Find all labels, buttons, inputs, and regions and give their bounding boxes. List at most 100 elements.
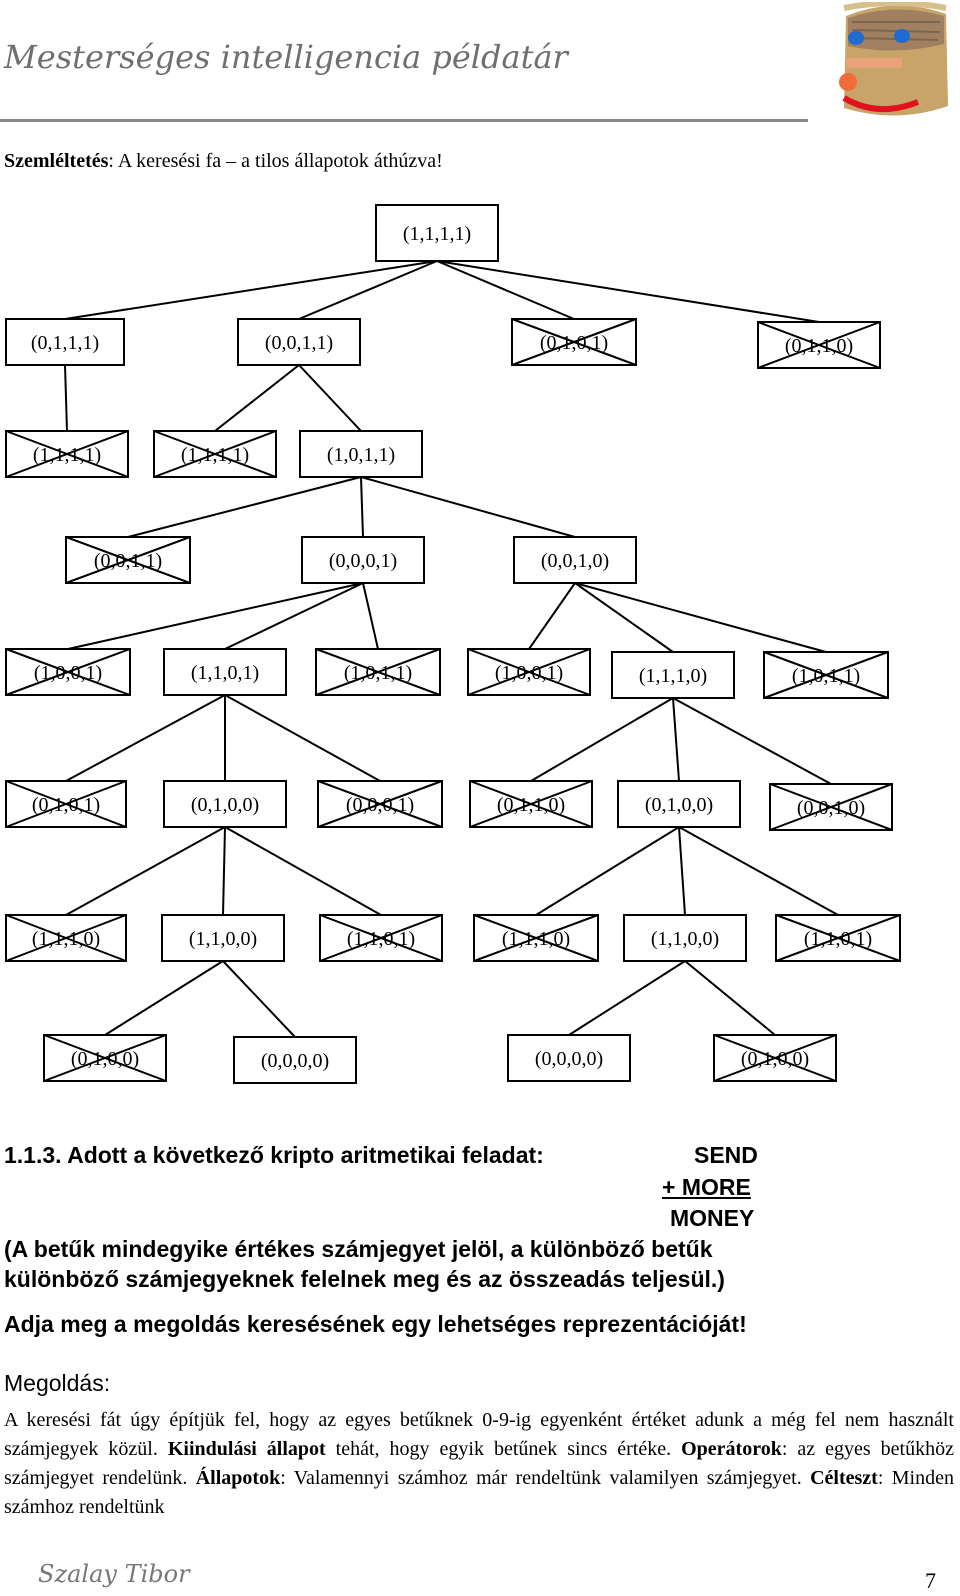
tree-node: (1,1,1,1) [375, 204, 499, 262]
tree-node-crossed: (1,1,0,1) [319, 914, 443, 962]
cross-out-line [713, 1034, 837, 1082]
tree-node-crossed: (1,0,0,1) [5, 648, 131, 696]
node-label: (1,1,1,0) [639, 665, 707, 687]
equation-send: SEND [694, 1142, 758, 1168]
cross-out-line [43, 1034, 167, 1082]
cross-out-line [469, 780, 593, 828]
tree-edge [222, 960, 296, 1038]
node-box [617, 780, 741, 828]
tree-node: (1,1,1,0) [611, 651, 735, 699]
cross-out-line [5, 648, 131, 696]
tree-node-crossed: (0,0,0,1) [317, 780, 443, 828]
document-header-title: Mesterséges intelligencia példatár [4, 38, 568, 76]
tree-node-crossed: (0,0,1,0) [769, 783, 893, 831]
header-divider [0, 119, 808, 122]
cross-out-line [511, 318, 637, 366]
tree-edge [360, 476, 576, 538]
tree-edge [672, 697, 832, 785]
solution-term-operators: Operátorok [681, 1438, 782, 1460]
tree-node: (0,0,1,0) [513, 536, 637, 584]
tree-node: (0,1,0,0) [163, 780, 287, 828]
tree-node-crossed: (0,1,1,0) [469, 780, 593, 828]
tree-node: (0,0,0,1) [301, 536, 425, 584]
node-box [513, 536, 637, 584]
tree-edge [65, 826, 226, 916]
tree-edge [574, 582, 827, 653]
tree-node-crossed: (1,0,1,1) [315, 648, 441, 696]
tree-node-crossed: (0,1,0,0) [43, 1034, 167, 1082]
equation-money: MONEY [670, 1205, 755, 1231]
equation-more: + MORE [662, 1174, 751, 1200]
node-box [163, 780, 287, 828]
cross-out-line [757, 321, 881, 369]
page-number: 7 [925, 1568, 936, 1593]
tree-node-crossed: (1,1,1,1) [5, 430, 129, 478]
node-label: (0,1,1,1) [31, 332, 99, 354]
cross-out-line [65, 536, 191, 584]
tree-node-crossed: (1,0,0,1) [467, 648, 591, 696]
tree-edge [528, 582, 576, 650]
tree-node-crossed: (0,1,0,1) [5, 780, 127, 828]
task-note-line-1: (A betűk mindegyike értékes számjegyet j… [4, 1236, 713, 1262]
task-question: Adja meg a megoldás keresésének egy lehe… [4, 1311, 747, 1337]
cross-out-line [319, 914, 443, 962]
tree-edge [678, 826, 839, 916]
tree-edge [360, 476, 364, 538]
cross-out-line [5, 780, 127, 828]
tree-node-crossed: (1,1,1,0) [5, 914, 127, 962]
solution-heading: Megoldás: [4, 1370, 111, 1396]
tree-node: (0,1,1,1) [5, 318, 125, 366]
footer-author: Szalay Tibor [38, 1560, 190, 1588]
node-label: (0,1,0,0) [191, 794, 259, 816]
tree-edge [568, 960, 686, 1036]
node-box [5, 318, 125, 366]
node-label: (0,0,0,1) [329, 550, 397, 572]
cross-out-line [317, 780, 443, 828]
caption-bold-label: Szemléltetés [4, 150, 109, 172]
cross-out-line [763, 651, 889, 699]
cross-out-line [467, 648, 591, 696]
node-label: (0,1,0,0) [645, 794, 713, 816]
solution-paragraph: A keresési fát úgy építjük fel, hogy az … [4, 1406, 954, 1522]
tree-node: (0,0,0,0) [233, 1036, 357, 1084]
tree-edge [224, 826, 382, 916]
node-box [301, 536, 425, 584]
tree-edge [64, 260, 438, 320]
tree-edge [436, 260, 575, 320]
tree-node-crossed: (0,1,0,0) [713, 1034, 837, 1082]
solution-term-states: Állapotok [195, 1467, 281, 1489]
tree-edge [298, 260, 438, 320]
tree-node-crossed: (1,1,1,0) [473, 914, 599, 962]
tree-edge [67, 582, 364, 650]
node-box [233, 1036, 357, 1084]
tree-edge [672, 697, 680, 782]
search-tree-diagram: (1,1,1,1) (0,1,1,1) (0,0,1,1) (0,1,0,1) (0,1… [5, 204, 901, 1084]
tree-edge [65, 694, 226, 782]
tree-node-crossed: (0,1,1,0) [757, 321, 881, 369]
tree-node: (1,1,0,0) [161, 914, 285, 962]
node-box [611, 651, 735, 699]
tree-edge [214, 364, 300, 432]
tree-edge [678, 826, 686, 916]
tree-edge [530, 697, 674, 782]
tree-edge [436, 260, 820, 323]
node-box [299, 430, 423, 478]
solution-text-2: tehát, hogy egyik betűnek sincs értéke. [325, 1438, 682, 1460]
node-label: (1,1,0,0) [189, 928, 257, 950]
node-box [163, 648, 287, 696]
cross-out-line [473, 914, 599, 962]
tree-edge [64, 364, 68, 432]
tree-node: (0,0,1,1) [237, 318, 361, 366]
solution-text-1: A keresési fát úgy építjük fel, hogy az … [4, 1409, 954, 1460]
node-box [507, 1034, 631, 1082]
solution-text-3: : az egyes betűkhöz számjegyet rendelünk… [4, 1438, 954, 1489]
tree-node-crossed: (0,1,0,1) [511, 318, 637, 366]
node-label: (0,0,1,0) [541, 550, 609, 572]
node-label: (1,0,1,1) [327, 444, 395, 466]
tree-node-crossed: (0,0,1,1) [65, 536, 191, 584]
node-label: (1,1,0,1) [191, 662, 259, 684]
cross-out-line [153, 430, 277, 478]
cross-out-line [769, 783, 893, 831]
tree-edge [535, 826, 680, 916]
tree-edge [362, 582, 379, 650]
